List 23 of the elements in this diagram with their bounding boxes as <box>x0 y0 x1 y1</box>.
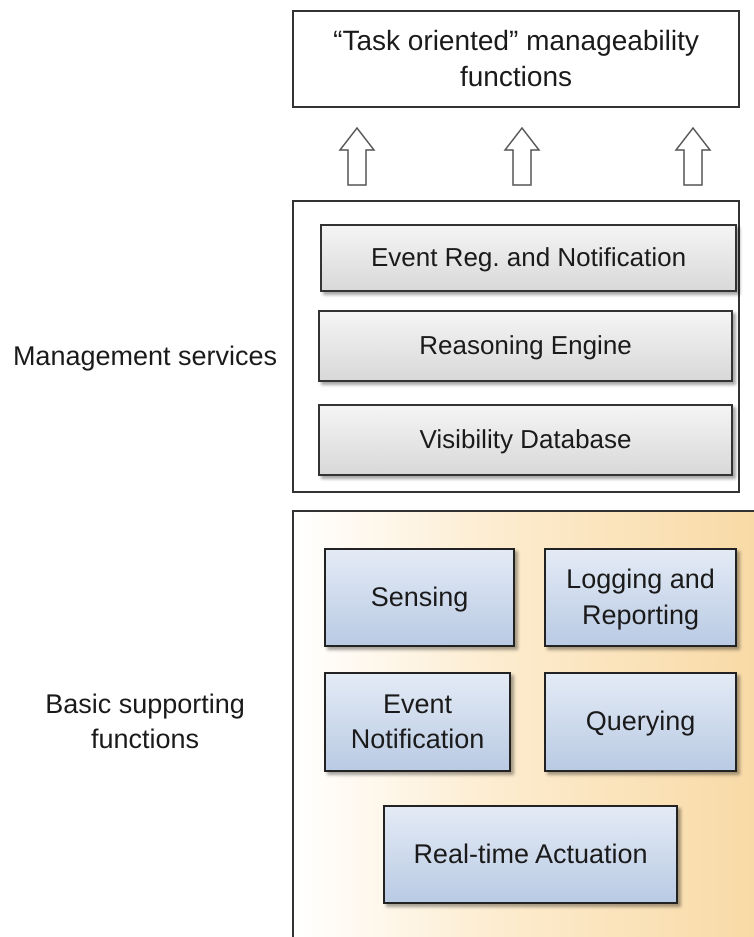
box-label: Sensing <box>370 580 468 614</box>
function-box <box>324 672 511 772</box>
layer-box <box>292 10 740 108</box>
function-box <box>544 672 737 772</box>
block-arrow <box>674 126 712 186</box>
box-label: Reasoning Engine <box>419 329 632 362</box>
box-label: Event Notification <box>350 688 486 756</box>
box-label: “Task oriented” manageability functions <box>332 24 700 94</box>
layer-label: Management services <box>12 340 278 374</box>
box-label: Visibility Database <box>420 423 632 456</box>
service-box <box>318 310 733 382</box>
box-label: Logging and Reporting <box>565 563 716 632</box>
function-box <box>544 548 737 647</box>
service-box <box>320 224 737 292</box>
block-arrow <box>503 126 541 186</box>
function-box <box>324 548 515 647</box>
layer-label: Basic supporting functions <box>44 688 246 756</box>
box-label: Real-time Actuation <box>413 838 648 871</box>
service-box <box>318 404 733 476</box>
box-label: Event Reg. and Notification <box>370 241 686 274</box>
box-label: Querying <box>586 705 696 738</box>
function-box <box>383 805 678 904</box>
block-arrow <box>338 126 376 186</box>
